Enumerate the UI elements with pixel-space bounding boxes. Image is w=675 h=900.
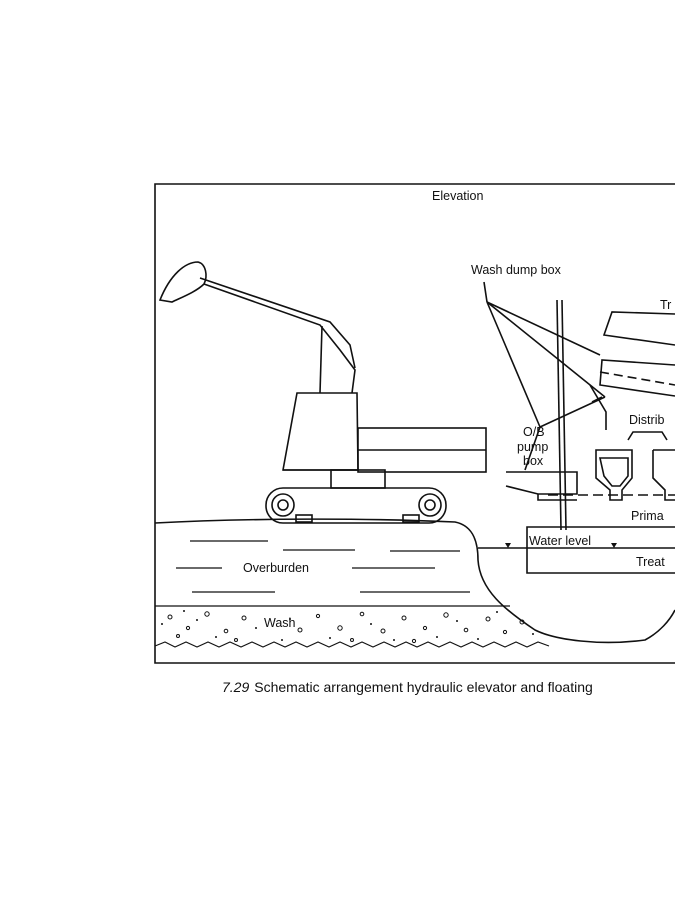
figure-frame — [154, 183, 675, 664]
wash-dump-box-label: Wash dump box — [471, 263, 562, 277]
caption-text: Schematic arrangement hydraulic elevator… — [254, 679, 593, 695]
excavator — [158, 261, 487, 524]
ob-pump-box — [505, 471, 578, 501]
water-level-markers — [505, 543, 617, 548]
ob-pump-box-label-line3: box — [523, 454, 544, 468]
overburden-strata — [176, 540, 470, 593]
wash-dump-box — [483, 281, 606, 531]
trommel-label-partial: Tr — [660, 298, 671, 312]
ob-pump-box-label-line2: pump — [517, 440, 548, 454]
overburden-label: Overburden — [243, 561, 309, 575]
trommel — [589, 311, 675, 430]
wash-label: Wash — [264, 616, 296, 630]
treatment-label-partial: Treat — [636, 555, 665, 569]
distributor-primary-jigs — [548, 431, 675, 501]
water-level-label: Water level — [529, 534, 591, 548]
ob-pump-box-label-line1: O/B — [523, 425, 545, 439]
primary-label-partial: Prima — [631, 509, 664, 523]
distributor-label-partial: Distrib — [629, 413, 664, 427]
wash-layer — [154, 605, 550, 648]
treatment-pontoon — [478, 526, 675, 574]
overburden-bank — [154, 518, 675, 644]
figure-number: 7.29 — [222, 679, 250, 695]
elevation-label: Elevation — [432, 189, 483, 203]
